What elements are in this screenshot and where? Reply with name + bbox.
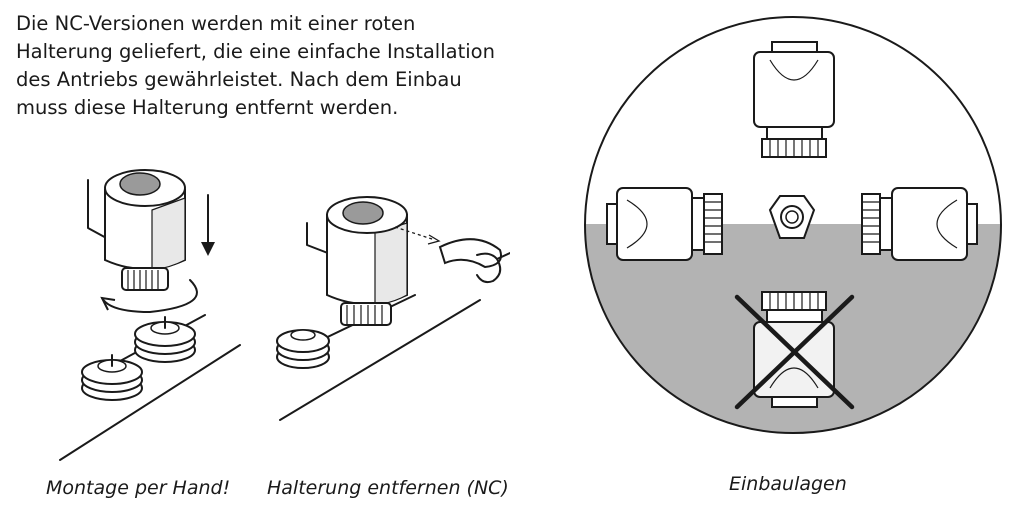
valve-nut-center	[768, 195, 816, 239]
intro-line-4: muss diese Halterung entfernt werden.	[16, 96, 399, 119]
cross-mark-icon	[734, 294, 855, 410]
mounting-positions-illustration	[582, 12, 1004, 440]
intro-line-3: des Antriebs gewährleistet. Nach dem Ein…	[16, 68, 462, 91]
caption-hand-mounting: Montage per Hand!	[46, 477, 231, 499]
intro-line-2: Halterung geliefert, die eine einfache I…	[16, 40, 495, 63]
caption-remove-holder: Halterung entfernen (NC)	[267, 477, 509, 499]
hand-mounting-illustration	[40, 150, 270, 470]
actuator-bottom-not-allowed	[753, 291, 835, 408]
actuator-top	[753, 41, 835, 158]
intro-paragraph: Die NC-Versionen werden mit einer roten …	[16, 10, 536, 122]
intro-line-1: Die NC-Versionen werden mit einer roten	[16, 12, 416, 35]
actuator-left	[606, 187, 723, 261]
caption-mounting-positions: Einbaulagen	[729, 473, 847, 495]
actuator-right	[861, 187, 978, 261]
remove-holder-illustration	[265, 185, 510, 435]
